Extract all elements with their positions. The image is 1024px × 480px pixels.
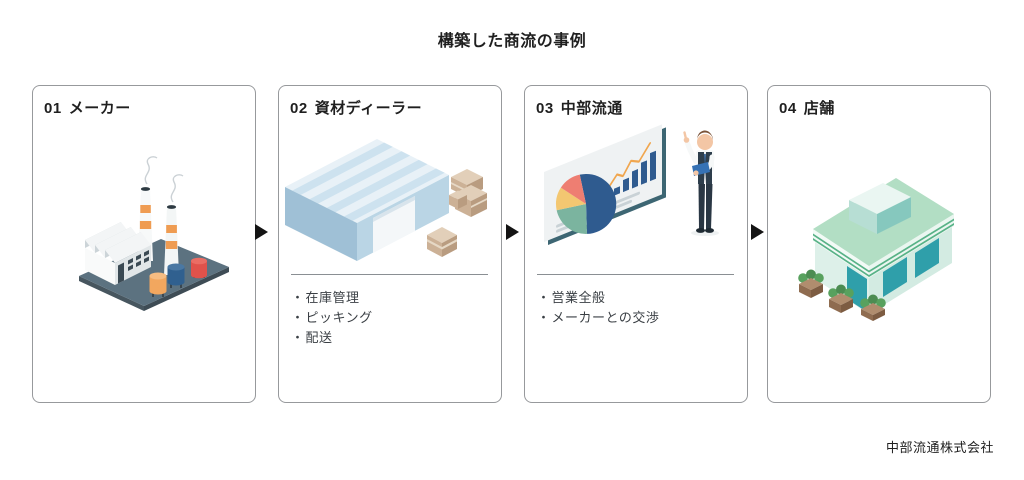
step-label: 中部流通 <box>560 100 623 117</box>
bullet-text: メーカーとの交渉 <box>551 310 660 325</box>
bullet-item: ・ピッキング <box>291 308 373 328</box>
factory-illustration <box>79 156 229 311</box>
divider <box>537 274 734 275</box>
step-title: 01 メーカー <box>44 97 131 118</box>
bullet-item: ・配送 <box>291 328 373 348</box>
bullet-text: ピッキング <box>305 310 373 325</box>
pie-chart <box>556 174 617 234</box>
store-planters <box>798 269 886 321</box>
bullet-item: ・メーカーとの交渉 <box>537 308 659 328</box>
presenter-person <box>683 130 719 236</box>
bullet-text: 在庫管理 <box>305 290 360 305</box>
step-label: 店舗 <box>803 100 835 117</box>
step-number: 03 <box>536 100 554 117</box>
step-label: メーカー <box>68 100 131 117</box>
bar-chart <box>609 142 656 196</box>
presentation-illustration <box>544 124 719 245</box>
factory-platform <box>79 239 229 311</box>
step-title: 03 中部流通 <box>536 97 623 118</box>
flow-arrow-icon <box>751 224 764 240</box>
bullet-marker: ・ <box>291 310 305 325</box>
bullet-marker: ・ <box>291 330 305 345</box>
bullet-text: 配送 <box>305 330 333 345</box>
bullet-marker: ・ <box>291 290 305 305</box>
store-illustration <box>798 178 954 321</box>
bullet-list: ・在庫管理 ・ピッキング ・配送 <box>291 288 373 348</box>
flow-arrow-icon <box>255 224 268 240</box>
step-card-chubu-distribution: 03 中部流通 <box>524 85 748 403</box>
bullet-item: ・営業全般 <box>537 288 659 308</box>
step-label: 資材ディーラー <box>314 100 423 117</box>
warehouse-illustration <box>285 139 487 261</box>
company-name: 中部流通株式会社 <box>885 440 994 455</box>
factory-tanks <box>149 257 207 297</box>
bullet-item: ・在庫管理 <box>291 288 373 308</box>
step-number: 02 <box>290 100 308 117</box>
divider <box>291 274 488 275</box>
store-building <box>813 178 954 314</box>
bullet-list: ・営業全般 ・メーカーとの交渉 <box>537 288 659 328</box>
flow-arrow-icon <box>506 224 519 240</box>
step-number: 04 <box>779 100 797 117</box>
warehouse-boxes <box>427 169 487 257</box>
bullet-text: 営業全般 <box>551 290 606 305</box>
factory-building <box>85 222 151 285</box>
bullet-marker: ・ <box>537 290 551 305</box>
step-number: 01 <box>44 100 62 117</box>
warehouse-building <box>285 139 449 261</box>
step-title: 04 店舗 <box>779 97 835 118</box>
bullet-marker: ・ <box>537 310 551 325</box>
step-card-manufacturer: 01 メーカー <box>32 85 256 403</box>
step-title: 02 資材ディーラー <box>290 97 422 118</box>
step-card-store: 04 店舗 <box>767 85 991 403</box>
step-card-dealer: 02 資材ディーラー <box>278 85 502 403</box>
page-title: 構築した商流の事例 <box>437 33 587 50</box>
